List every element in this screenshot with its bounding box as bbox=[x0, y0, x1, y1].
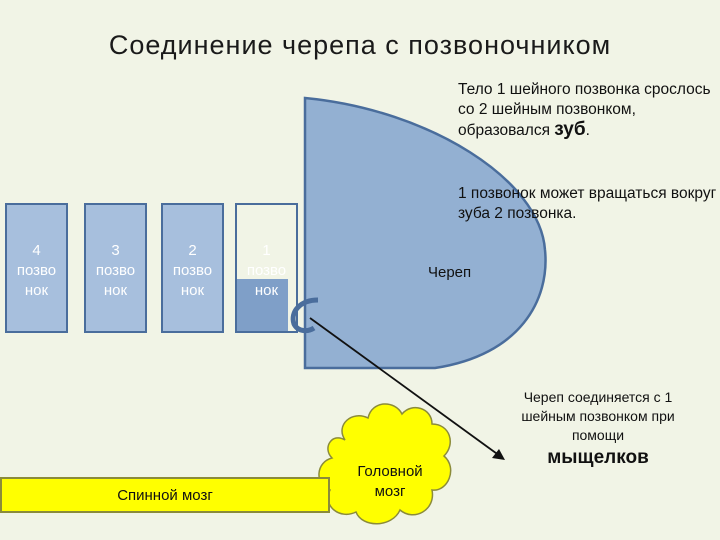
vertebra-3-word1: позво bbox=[95, 262, 136, 279]
brain-label-line2: мозг bbox=[374, 483, 406, 500]
vertebra-4: 4 позво нок bbox=[5, 203, 68, 333]
vertebra-1-word1: позво bbox=[246, 262, 287, 279]
skull-shape bbox=[303, 96, 547, 370]
slide-title: Соединение черепа с позвоночником bbox=[108, 30, 612, 60]
vertebra-1-number: 1 bbox=[262, 242, 271, 259]
brain-label: Головной мозг bbox=[340, 462, 440, 502]
condyle-arrowhead bbox=[492, 449, 505, 460]
vertebra-2-number: 2 bbox=[188, 242, 197, 259]
vertebra-2-word1: позво bbox=[172, 262, 213, 279]
vertebra-1-word2: нок bbox=[254, 282, 279, 299]
note-tooth: Тело 1 шейного позвонка срослось со 2 ше… bbox=[458, 80, 718, 141]
vertebra-2: 2 позво нок bbox=[161, 203, 224, 333]
condyle-arc bbox=[290, 297, 319, 334]
condyle-arrow bbox=[309, 317, 501, 457]
note-tooth-emph: зуб bbox=[554, 119, 586, 140]
note-tooth-text: Тело 1 шейного позвонка срослось со 2 ше… bbox=[458, 81, 711, 139]
vertebra-3-word2: нок bbox=[103, 282, 128, 299]
vertebra-4-word1: позво bbox=[16, 262, 57, 279]
note-rotation: 1 позвонок может вращаться вокруг зуба 2… bbox=[458, 185, 717, 222]
note-condyles: Череп соединяется с 1 шейным позвонком п… bbox=[498, 388, 698, 471]
spinal-cord: Спинной мозг bbox=[0, 477, 330, 513]
vertebra-2-word2: нок bbox=[180, 282, 205, 299]
vertebra-1-lower-block bbox=[237, 279, 288, 331]
skull-label: Череп bbox=[428, 264, 472, 281]
note-tooth-tail: . bbox=[585, 122, 590, 139]
note-condyles-emph: мыщелков bbox=[547, 447, 649, 468]
note-condyles-text: Череп соединяется с 1 шейным позвонком п… bbox=[521, 389, 675, 443]
vertebra-4-word2: нок bbox=[24, 282, 49, 299]
vertebra-3-number: 3 bbox=[111, 242, 120, 259]
vertebra-3: 3 позво нок bbox=[84, 203, 147, 333]
brain-label-line1: Головной bbox=[357, 463, 423, 480]
vertebra-1: 1 позво нок bbox=[235, 203, 298, 333]
vertebra-4-number: 4 bbox=[32, 242, 41, 259]
